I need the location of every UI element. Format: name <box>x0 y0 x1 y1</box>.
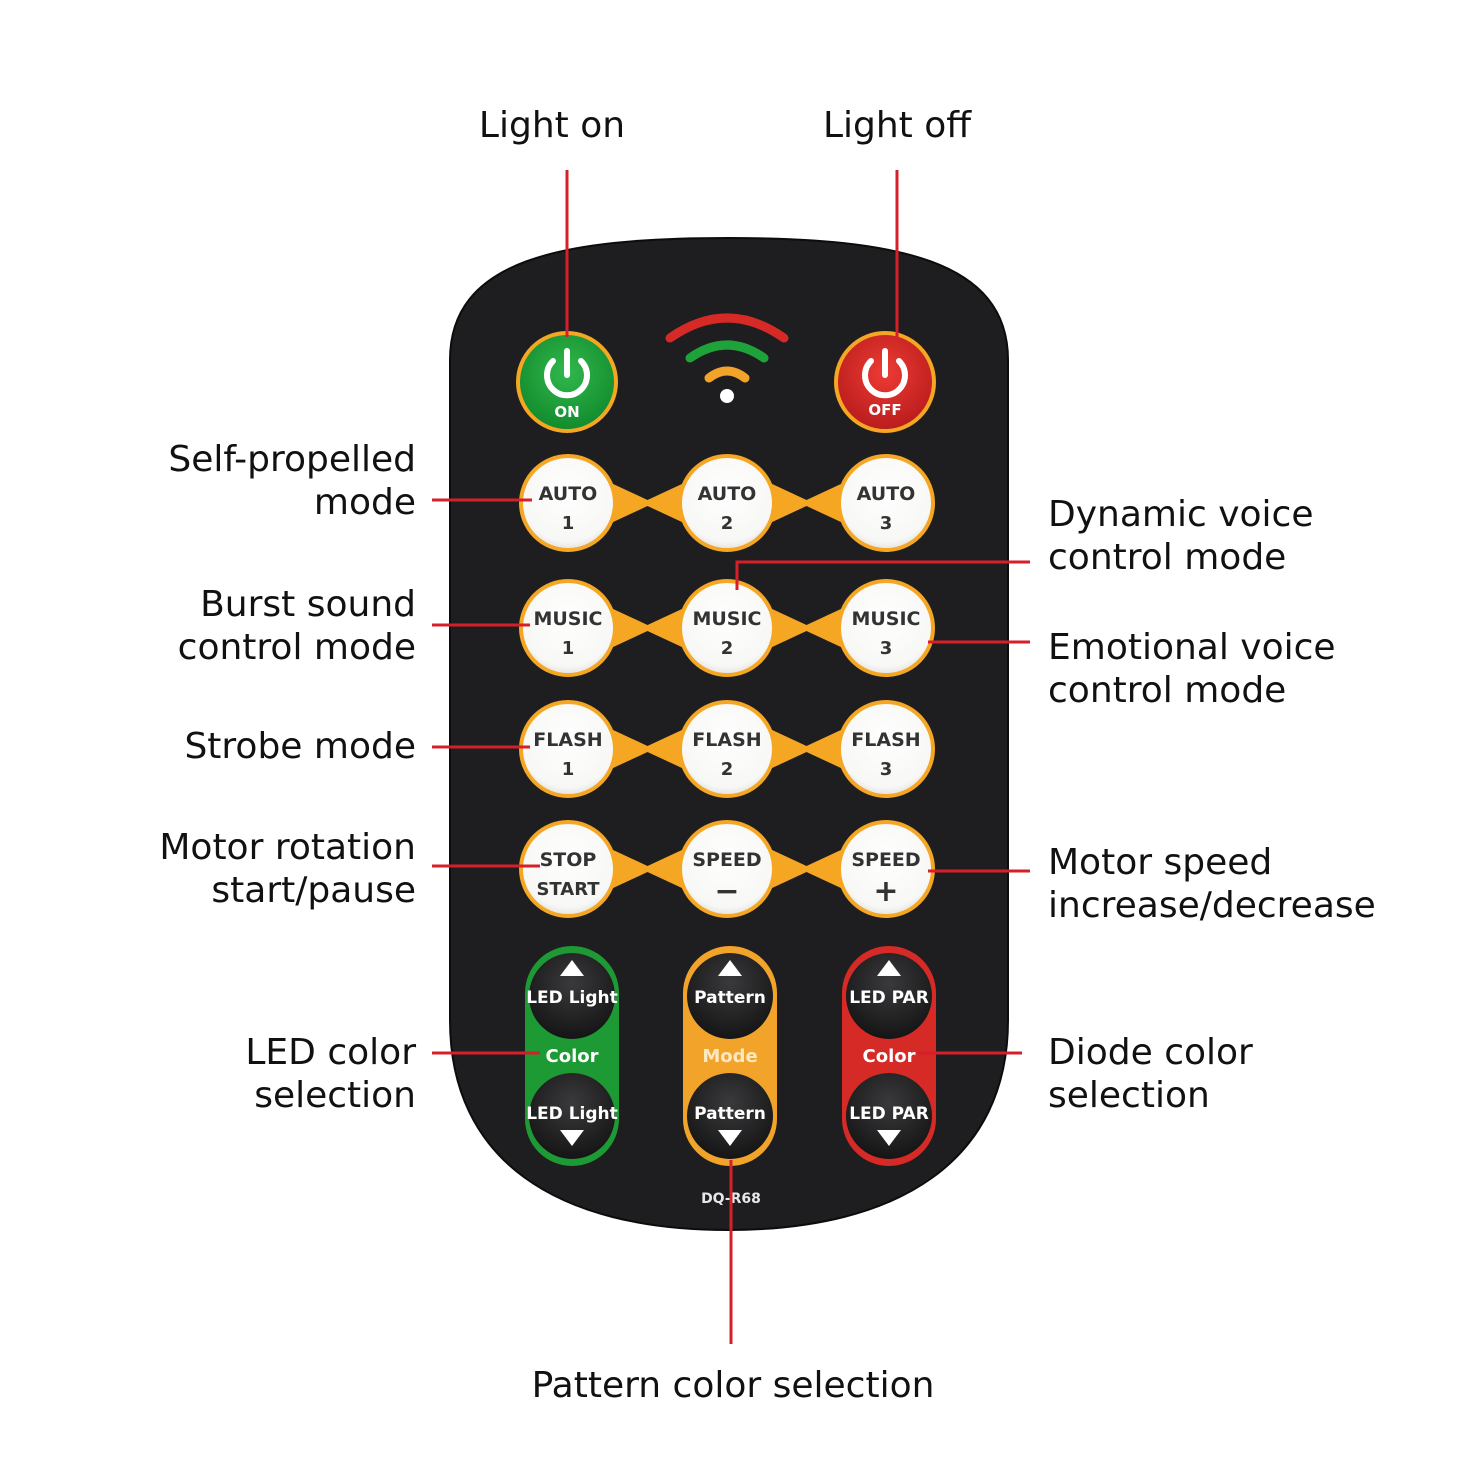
button-top-label: FLASH <box>692 729 761 751</box>
rocker-up-face <box>687 953 773 1039</box>
rocker-down-button[interactable]: LED Light <box>526 1073 618 1159</box>
button-face <box>519 579 617 677</box>
rocker-up-label: LED PAR <box>849 988 929 1008</box>
button-r1-c3[interactable]: AUTO 3 <box>837 454 935 552</box>
rocker-down-label: Pattern <box>694 1104 766 1124</box>
button-bottom-label: 3 <box>880 638 893 659</box>
callout-motor-speed: Motor speed increase/decrease <box>1048 842 1376 926</box>
button-bottom-label: 3 <box>880 759 893 780</box>
button-top-label: SPEED <box>851 849 920 871</box>
button-top-label: MUSIC <box>851 608 920 630</box>
button-face <box>837 700 935 798</box>
button-r4-c2[interactable]: SPEED − <box>678 820 776 918</box>
button-bottom-label: START <box>536 879 600 900</box>
callout-light-off: Light off <box>822 105 972 146</box>
callout-led-color: LED color selection <box>245 1032 416 1116</box>
button-r1-c2[interactable]: AUTO 2 <box>678 454 776 552</box>
button-top-label: AUTO <box>857 483 916 505</box>
button-face <box>519 820 617 918</box>
callout-light-on: Light on <box>478 105 626 146</box>
button-top-label: STOP <box>540 849 597 871</box>
arrow-down-icon <box>560 1130 584 1146</box>
button-bottom-label: − <box>714 874 739 909</box>
button-top-label: MUSIC <box>533 608 602 630</box>
button-r1-c1[interactable]: AUTO 1 <box>519 454 617 552</box>
rocker-up-button[interactable]: LED Light <box>526 953 618 1039</box>
button-face <box>678 700 776 798</box>
button-bottom-label: 3 <box>880 513 893 534</box>
button-r2-c3[interactable]: MUSIC 3 <box>837 579 935 677</box>
callout-burst-sound: Burst sound control mode <box>177 584 416 668</box>
button-r3-c2[interactable]: FLASH 2 <box>678 700 776 798</box>
leader-lines <box>432 170 1030 1344</box>
rocker-up-label: LED Light <box>526 988 618 1008</box>
button-top-label: FLASH <box>851 729 920 751</box>
button-bottom-label: 1 <box>562 638 575 659</box>
button-face <box>678 579 776 677</box>
button-top-label: FLASH <box>533 729 602 751</box>
arrow-up-icon <box>560 960 584 976</box>
button-bottom-label: 2 <box>721 513 734 534</box>
power-icon <box>544 358 590 399</box>
rocker-up-face <box>529 953 615 1039</box>
rocker-down-button[interactable]: LED PAR <box>846 1073 932 1159</box>
power-on-label: ON <box>554 403 579 421</box>
button-face <box>678 454 776 552</box>
callout-strobe: Strobe mode <box>184 726 416 767</box>
button-bottom-label: 2 <box>721 759 734 780</box>
arrow-up-icon <box>718 960 742 976</box>
button-r2-c1[interactable]: MUSIC 1 <box>519 579 617 677</box>
power-icon <box>862 358 908 399</box>
button-face <box>837 579 935 677</box>
button-r4-c1[interactable]: STOP START <box>519 820 617 918</box>
button-face <box>837 454 935 552</box>
callout-motor-rotation: Motor rotation start/pause <box>159 827 416 911</box>
button-bottom-label: + <box>873 874 898 909</box>
callout-pattern-color: Pattern color selection <box>531 1365 935 1406</box>
callout-diode-color: Diode color selection <box>1048 1032 1253 1116</box>
rocker-up-button[interactable]: Pattern <box>687 953 773 1039</box>
button-r2-c2[interactable]: MUSIC 2 <box>678 579 776 677</box>
rocker-up-label: Pattern <box>694 988 766 1008</box>
button-top-label: AUTO <box>698 483 757 505</box>
signal-icon <box>665 313 789 403</box>
power-on-button[interactable]: ON <box>516 331 618 433</box>
button-face <box>837 820 935 918</box>
rocker-center-label: Color <box>546 1046 599 1067</box>
power-off-label: OFF <box>868 401 901 419</box>
rocker-down-face <box>529 1073 615 1159</box>
rocker-down-face <box>687 1073 773 1159</box>
callout-dynamic-voice: Dynamic voice control mode <box>1048 494 1314 578</box>
rocker-center-label: Color <box>863 1046 916 1067</box>
callout-self-propelled: Self-propelled mode <box>168 439 416 523</box>
button-top-label: MUSIC <box>692 608 761 630</box>
button-bottom-label: 2 <box>721 638 734 659</box>
button-top-label: SPEED <box>692 849 761 871</box>
button-bottom-label: 1 <box>562 513 575 534</box>
button-r4-c3[interactable]: SPEED + <box>837 820 935 918</box>
rocker-down-label: LED Light <box>526 1104 618 1124</box>
button-r3-c1[interactable]: FLASH 1 <box>519 700 617 798</box>
arrow-down-icon <box>877 1130 901 1146</box>
button-top-label: AUTO <box>539 483 598 505</box>
power-off-button[interactable]: OFF <box>834 331 936 433</box>
arrow-down-icon <box>718 1130 742 1146</box>
rocker-up-face <box>846 953 932 1039</box>
rocker-down-label: LED PAR <box>849 1104 929 1124</box>
rocker-down-face <box>846 1073 932 1159</box>
button-face <box>519 454 617 552</box>
rocker-down-button[interactable]: Pattern <box>687 1073 773 1159</box>
button-face <box>678 820 776 918</box>
callout-emotional-voice: Emotional voice control mode <box>1048 627 1336 711</box>
button-face <box>519 700 617 798</box>
button-bottom-label: 1 <box>562 759 575 780</box>
rocker-up-button[interactable]: LED PAR <box>846 953 932 1039</box>
arrow-up-icon <box>877 960 901 976</box>
rocker-center-label: Mode <box>702 1046 757 1067</box>
button-r3-c3[interactable]: FLASH 3 <box>837 700 935 798</box>
